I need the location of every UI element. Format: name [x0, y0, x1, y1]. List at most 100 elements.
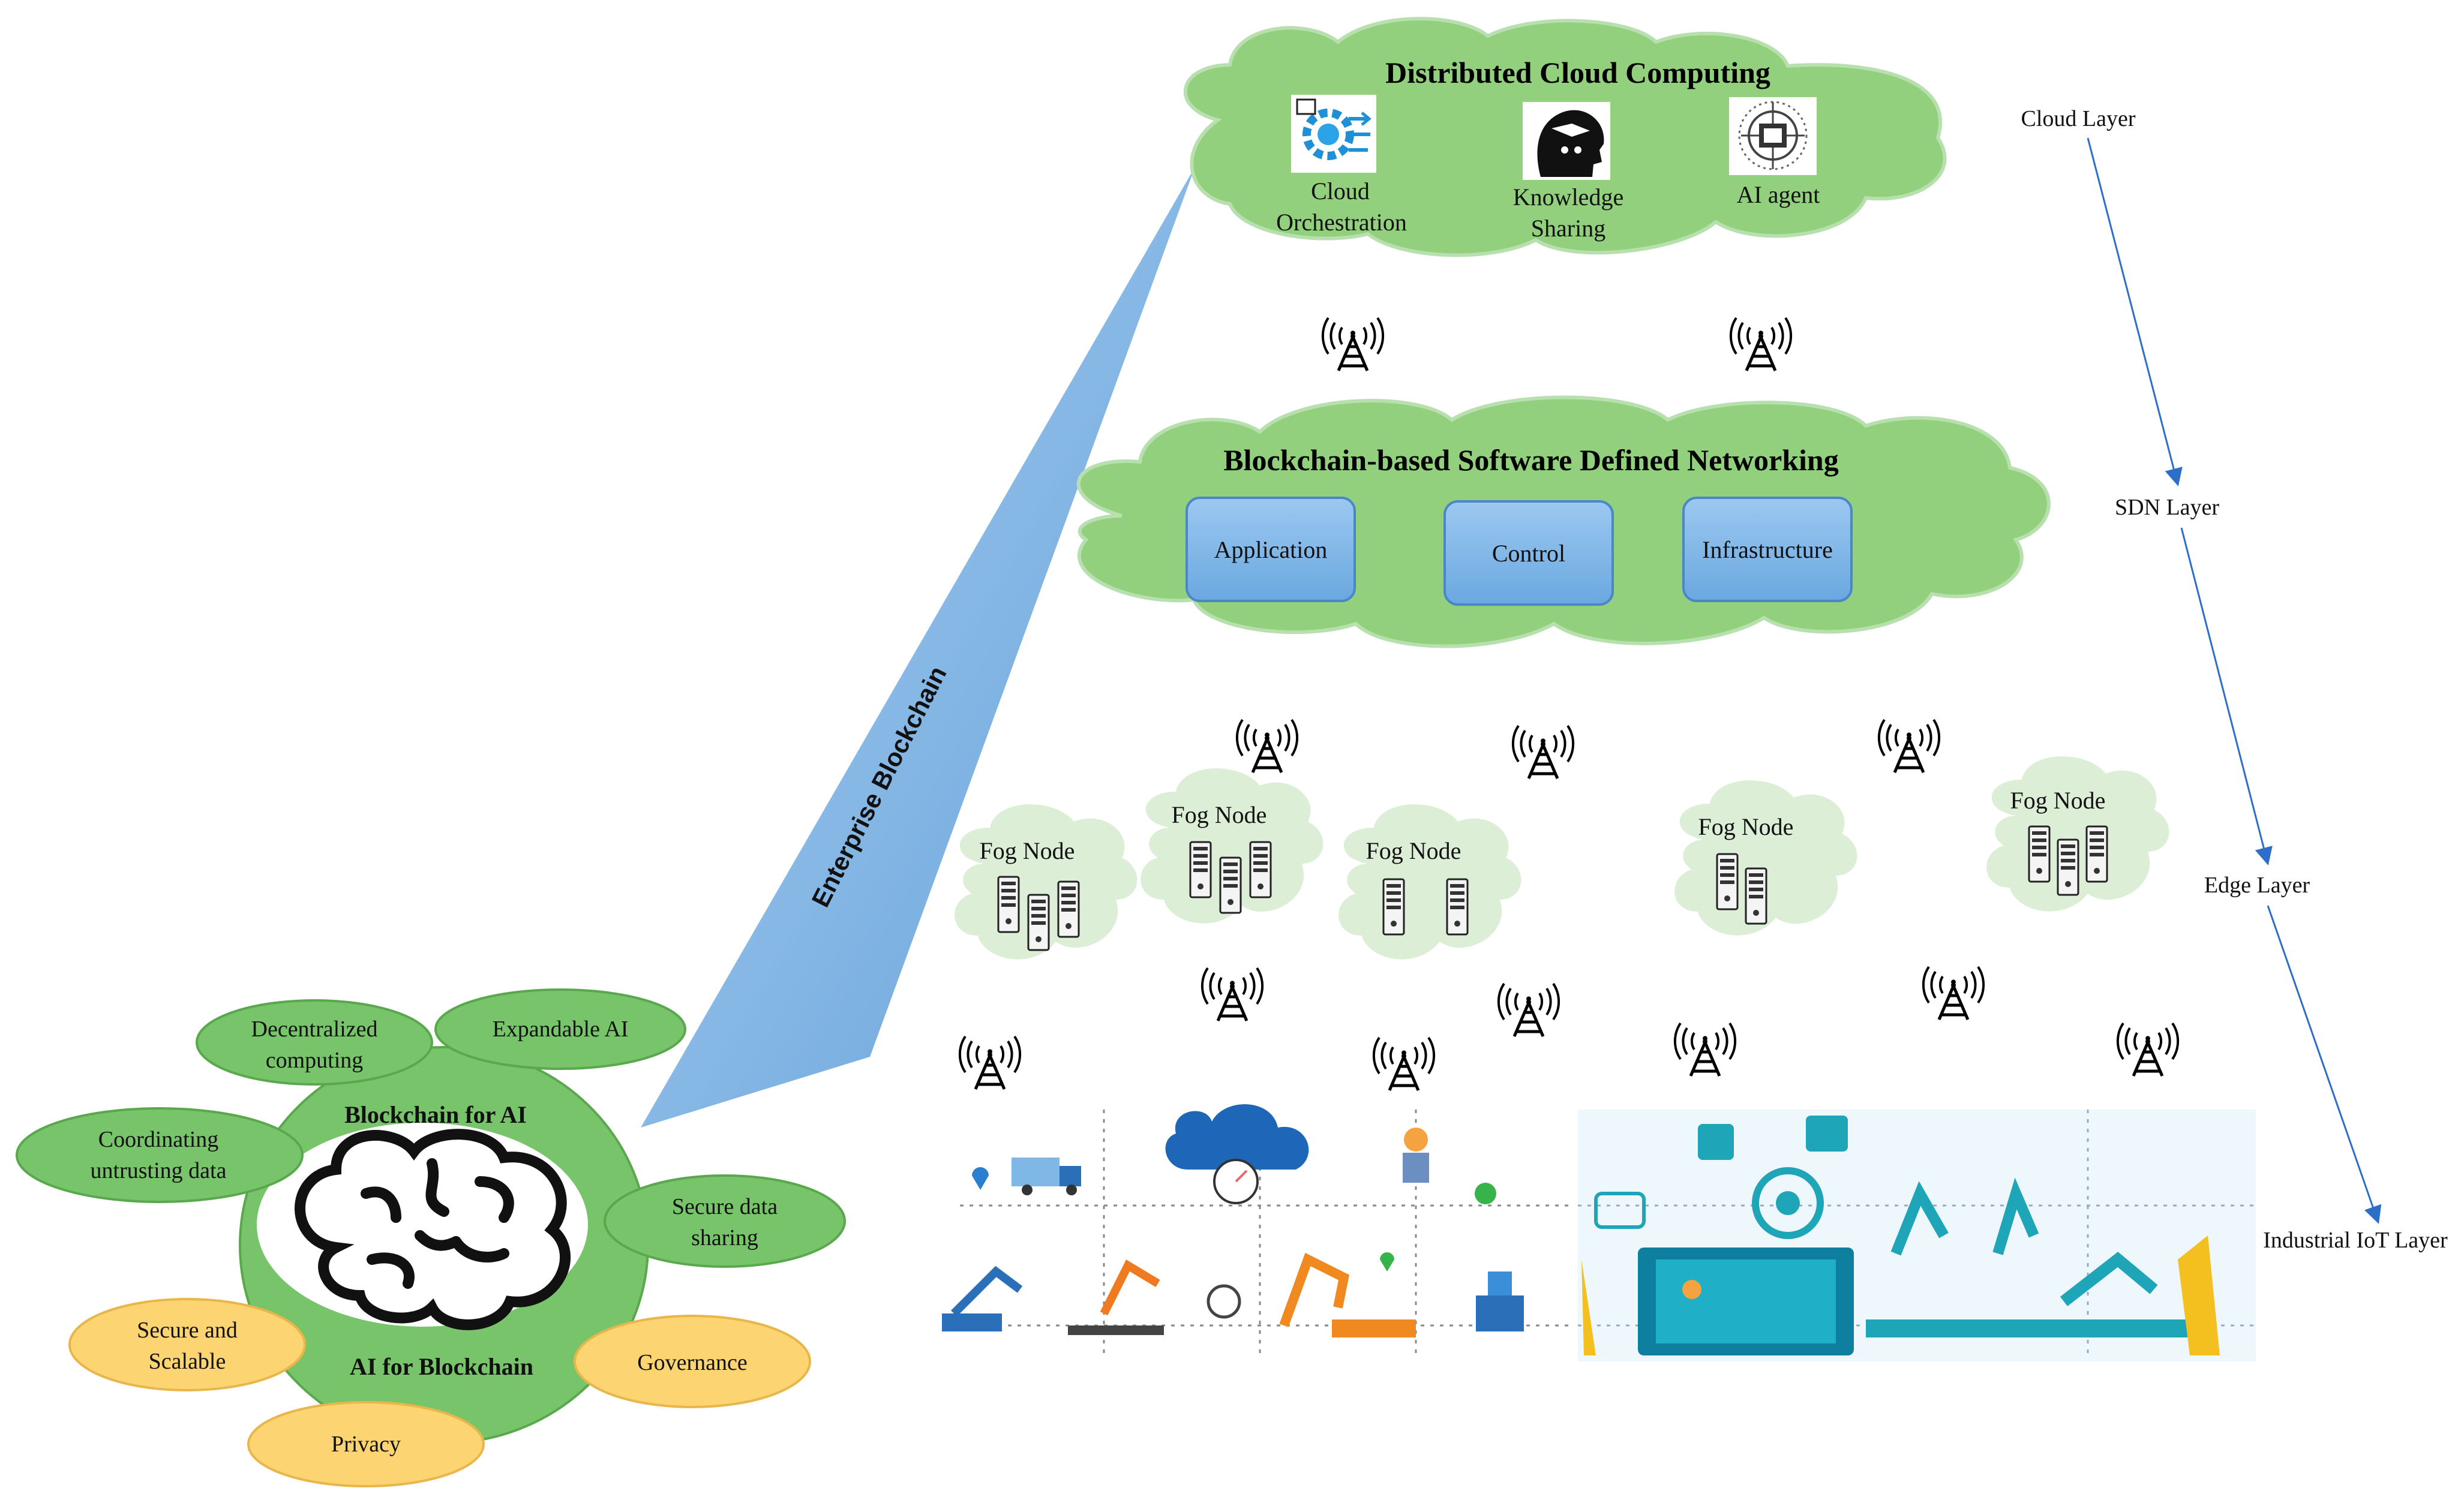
fog-node: Fog Node: [1986, 756, 2169, 912]
robot-arm-icon: [2060, 1252, 2158, 1306]
truck-icon: [1012, 1158, 1060, 1186]
sdn-application-label: Application: [1214, 536, 1328, 563]
server-icon: [997, 876, 1020, 933]
server-icon: [2057, 838, 2079, 896]
fog-node-label: Fog Node: [2010, 787, 2106, 814]
brain-icon: [295, 1129, 571, 1330]
sdn-layer-title: Blockchain-based Software Defined Networ…: [1223, 443, 1838, 477]
chat-icon: [1594, 1192, 1646, 1229]
layer-arrow: [2087, 137, 2183, 486]
antenna-tower-icon: [1879, 720, 1939, 772]
petal-label: Expandable AI: [493, 1017, 629, 1042]
petal-expandable-ai: Expandable AI: [434, 988, 686, 1070]
petal-decentralized-computing: Decentralized computing: [196, 999, 433, 1086]
petal-secure-and-scalable: Secure and Scalable: [68, 1298, 306, 1391]
ai-agent-label: AI agent: [1737, 181, 1820, 208]
antenna-tower-icon: [960, 1036, 1020, 1089]
petal-privacy: Privacy: [247, 1401, 485, 1487]
server-icon: [1382, 878, 1405, 936]
fog-node-label: Fog Node: [1172, 801, 1267, 828]
server-icon: [1716, 853, 1739, 910]
server-icon: [1745, 867, 1767, 925]
petal-label: sharing: [691, 1225, 758, 1250]
antenna-tower-icon: [1374, 1038, 1434, 1090]
petal-label: untrusting data: [91, 1158, 227, 1183]
antenna-tower-icon: [1237, 720, 1297, 772]
layer-arrow: [2267, 905, 2382, 1224]
antenna-tower-icon: [1202, 968, 1262, 1021]
cloud-layer-title: Distributed Cloud Computing: [1385, 56, 1770, 89]
edge-layer-label: Edge Layer: [2204, 873, 2310, 898]
knowledge-sharing-label: Knowledge: [1513, 184, 1623, 211]
petal-coordinating-untrusting-data: Coordinating untrusting data: [16, 1107, 304, 1203]
gear-icon: [1752, 1167, 1824, 1239]
antenna-tower-icon: [1923, 967, 1983, 1020]
industrial-iot-illustration-right: [1578, 1110, 2256, 1361]
server-icon: [1057, 880, 1080, 938]
knowledge-sharing-label-2: Sharing: [1531, 215, 1605, 242]
server-icon: [1219, 856, 1242, 914]
server-icon: [1027, 894, 1050, 951]
worker-icon: [1404, 1128, 1428, 1152]
antenna-tower-icon: [1513, 726, 1573, 778]
location-pin-icon: [972, 1167, 989, 1190]
sdn-infrastructure-label: Infrastructure: [1702, 536, 1833, 563]
cloud-orchestration-label-2: Orchestration: [1276, 209, 1407, 236]
robot-arm-icon: [1992, 1177, 2039, 1255]
server-icon: [1446, 878, 1469, 936]
cloud-icon: [1165, 1104, 1309, 1170]
fog-node: Fog Node: [1338, 804, 1521, 960]
robot-arm-icon: [1100, 1259, 1160, 1316]
robot-arm-icon: [951, 1265, 1023, 1316]
magnifier-icon: [1207, 1284, 1241, 1319]
petal-secure-data-sharing: Secure data sharing: [604, 1174, 846, 1268]
petal-label: Secure data: [672, 1194, 778, 1219]
petal-label: Governance: [637, 1350, 748, 1375]
antenna-tower-icon: [1323, 318, 1383, 371]
layer-arrow: [2180, 527, 2273, 865]
antenna-tower-icon: [1731, 318, 1791, 371]
blockchain-ai-hub: Blockchain for AI AI for Blockchain: [239, 1046, 649, 1444]
cloud-orchestration-icon: [1291, 95, 1376, 173]
industrial-iot-layer-label: Industrial IoT Layer: [2263, 1228, 2448, 1253]
boxes-icon: [1476, 1295, 1524, 1331]
petal-label: Secure and: [137, 1318, 238, 1343]
layer-legend: Cloud Layer SDN Layer Edge Layer Industr…: [2021, 106, 2448, 1253]
sdn-control-box: Control: [1443, 500, 1614, 606]
petal-label: Scalable: [149, 1349, 226, 1374]
industrial-iot-illustration-left: [942, 1104, 1572, 1355]
server-icon: [2028, 825, 2051, 883]
knowledge-head-icon: [1523, 102, 1610, 180]
fog-node-label: Fog Node: [980, 837, 1075, 864]
server-icon: [1189, 841, 1212, 898]
petal-label: Coordinating: [98, 1127, 219, 1152]
location-pin-icon: [1380, 1252, 1394, 1271]
petal-label: computing: [266, 1048, 364, 1073]
petal-governance: Governance: [574, 1315, 811, 1408]
excavator-icon: [1279, 1252, 1350, 1327]
fog-node-label: Fog Node: [1698, 813, 1794, 840]
petal-label: Privacy: [331, 1432, 401, 1457]
ai-for-blockchain-label: AI for Blockchain: [350, 1353, 533, 1380]
cloud-layer-cloud: Distributed Cloud Computing Cloud Orches…: [1183, 17, 1947, 257]
fog-node-label: Fog Node: [1366, 837, 1461, 864]
sensor-icon: [1698, 1124, 1734, 1160]
fog-node: Fog Node: [955, 804, 1138, 960]
cloud-orchestration-label: Cloud: [1311, 178, 1370, 205]
antenna-tower-icon: [1675, 1023, 1735, 1076]
server-icon: [2085, 825, 2108, 883]
petal-label: Decentralized: [251, 1017, 378, 1042]
cloud-layer-label: Cloud Layer: [2021, 106, 2135, 131]
conveyor-icon: [1866, 1319, 2202, 1337]
sdn-application-box: Application: [1186, 497, 1356, 602]
sdn-control-label: Control: [1492, 540, 1565, 567]
antenna-tower-icon: [2118, 1023, 2178, 1076]
fog-node: Fog Node: [1141, 768, 1323, 924]
enterprise-blockchain-banner: Enterprise Blockchain: [641, 167, 1195, 1128]
check-icon: [1475, 1183, 1496, 1204]
antenna-tower-icon: [1499, 984, 1559, 1036]
robot-arm-icon: [1890, 1181, 1949, 1256]
ai-chip-icon: [1729, 97, 1817, 175]
